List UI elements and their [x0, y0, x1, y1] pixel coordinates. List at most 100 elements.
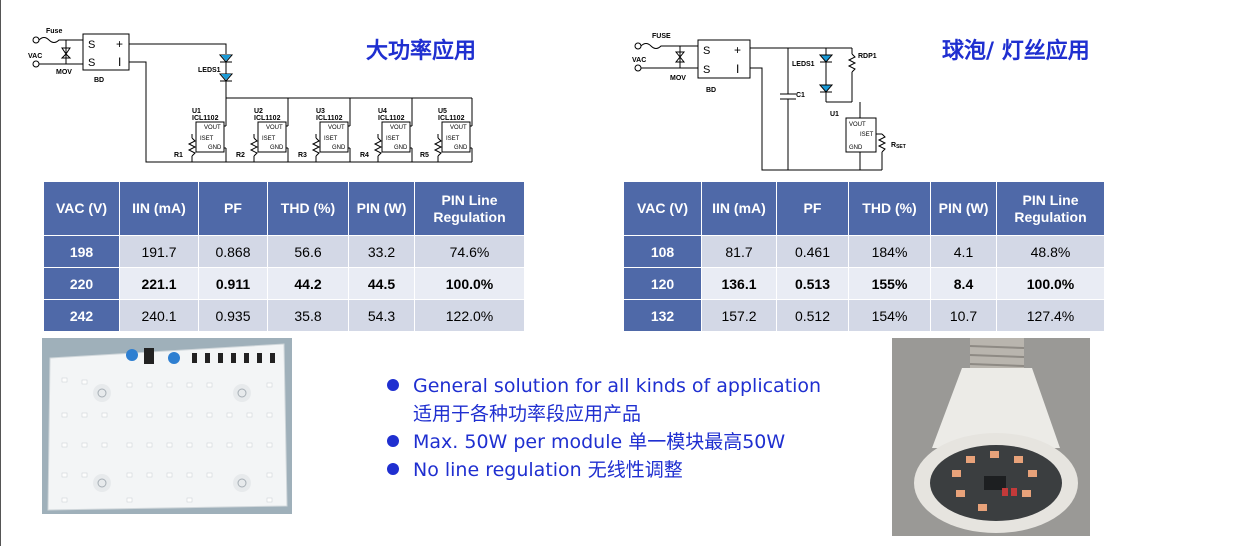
svg-text:GND: GND [394, 145, 408, 151]
table-cell: 44.5 [348, 267, 415, 300]
svg-text:VOUT: VOUT [204, 125, 221, 131]
unit-ic-label: ICL1102 [316, 115, 343, 122]
ic-unit: U1 ICL1102 R1 VOUT ISET GND [174, 98, 227, 162]
list-item: General solution for all kinds of applic… [385, 372, 855, 428]
list-item: Max. 50W per module 单一模块最高50W [385, 428, 855, 456]
table-cell: 240.1 [119, 299, 199, 332]
svg-text:GND: GND [332, 145, 346, 151]
c1-label: C1 [796, 92, 805, 99]
slide-left-border [0, 0, 1, 546]
table-cell: 154% [848, 299, 931, 332]
leds-label: LEDS1 [792, 61, 815, 68]
right-title: 球泡/ 灯丝应用 [942, 39, 1090, 64]
bd-label: BD [94, 77, 104, 84]
table-row: 220 221.1 0.911 44.2 44.5 100.0% [43, 267, 525, 300]
col-header: THD (%) [848, 181, 931, 236]
table-cell: 10.7 [930, 299, 997, 332]
fuse-label: FUSE [652, 33, 671, 40]
col-header: PF [198, 181, 268, 236]
svg-text:S: S [703, 45, 710, 57]
rdp-label: RDP1 [858, 53, 877, 60]
table-cell: 157.2 [701, 299, 777, 332]
bullet-icon [387, 435, 399, 447]
unit-ic-label: ICL1102 [378, 115, 405, 122]
table-row: 132 157.2 0.512 154% 10.7 127.4% [623, 299, 1105, 332]
ic-unit: U3 ICL1102 R3 VOUT ISET GND [298, 98, 351, 162]
table-cell: 4.1 [930, 235, 997, 268]
table-cell: 132 [623, 299, 702, 332]
svg-text:GND: GND [454, 145, 468, 151]
led-bulb-photo [892, 338, 1090, 536]
ic-unit: U2 ICL1102 R2 VOUT ISET GND [236, 98, 289, 162]
table-cell: 74.6% [414, 235, 525, 268]
unit-r-label: R1 [174, 152, 183, 159]
table-cell: 35.8 [267, 299, 349, 332]
table-cell: 8.4 [930, 267, 997, 300]
table-cell: 220 [43, 267, 120, 300]
col-header: THD (%) [267, 181, 349, 236]
table-cell: 48.8% [996, 235, 1105, 268]
table-cell: 0.868 [198, 235, 268, 268]
table-cell: 81.7 [701, 235, 777, 268]
svg-text:ISET: ISET [324, 136, 338, 142]
col-header: VAC (V) [43, 181, 120, 236]
table-cell: 184% [848, 235, 931, 268]
table-cell: 0.461 [776, 235, 849, 268]
table-cell: 155% [848, 267, 931, 300]
unit-ic-label: ICL1102 [254, 115, 281, 122]
col-header: IIN (mA) [701, 181, 777, 236]
svg-text:ISET: ISET [386, 136, 400, 142]
unit-r-label: R2 [236, 152, 245, 159]
table-cell: 44.2 [267, 267, 349, 300]
svg-text:+: + [116, 37, 123, 51]
unit-u-label: U4 [378, 108, 387, 115]
svg-text:VOUT: VOUT [849, 122, 866, 128]
table-header-row: VAC (V) IIN (mA) PF THD (%) PIN (W) PIN … [43, 181, 525, 236]
svg-text:I: I [118, 55, 121, 69]
col-header: PIN Line Regulation [414, 181, 525, 236]
table-cell: 108 [623, 235, 702, 268]
table-cell: 0.512 [776, 299, 849, 332]
col-header: VAC (V) [623, 181, 702, 236]
svg-text:ISET: ISET [446, 136, 460, 142]
unit-r-label: R3 [298, 152, 307, 159]
unit-u-label: U3 [316, 108, 325, 115]
table-cell: 120 [623, 267, 702, 300]
vac-label: VAC [632, 57, 646, 64]
table-row: 198 191.7 0.868 56.6 33.2 74.6% [43, 235, 525, 268]
col-header: PIN Line Regulation [996, 181, 1105, 236]
col-header: PIN (W) [930, 181, 997, 236]
table-cell: 0.911 [198, 267, 268, 300]
svg-text:VOUT: VOUT [328, 125, 345, 131]
table-cell: 56.6 [267, 235, 349, 268]
svg-text:S: S [88, 57, 95, 69]
svg-text:GND: GND [270, 145, 284, 151]
table-cell: 136.1 [701, 267, 777, 300]
svg-text:ISET: ISET [860, 132, 874, 138]
unit-u-label: U2 [254, 108, 263, 115]
svg-text:S: S [703, 64, 710, 76]
feature-bullet-list: General solution for all kinds of applic… [385, 372, 855, 484]
table-row: 242 240.1 0.935 35.8 54.3 122.0% [43, 299, 525, 332]
col-header: IIN (mA) [119, 181, 199, 236]
u1-label: U1 [830, 111, 839, 118]
vac-label: VAC [28, 53, 42, 60]
fuse-label: Fuse [46, 28, 62, 35]
svg-text:VOUT: VOUT [450, 125, 467, 131]
table-cell: 127.4% [996, 299, 1105, 332]
table-cell: 221.1 [119, 267, 199, 300]
left-spec-table: VAC (V) IIN (mA) PF THD (%) PIN (W) PIN … [43, 181, 525, 332]
table-cell: 0.513 [776, 267, 849, 300]
unit-r-label: R4 [360, 152, 369, 159]
svg-text:GND: GND [849, 145, 863, 151]
svg-text:ISET: ISET [200, 136, 214, 142]
bullet-icon [387, 379, 399, 391]
table-cell: 122.0% [414, 299, 525, 332]
right-spec-table: VAC (V) IIN (mA) PF THD (%) PIN (W) PIN … [623, 181, 1105, 332]
left-title: 大功率应用 [366, 39, 477, 64]
rset-label: RSET [891, 142, 906, 150]
col-header: PIN (W) [348, 181, 415, 236]
led-board-photo [42, 338, 292, 514]
svg-text:S: S [88, 39, 95, 51]
mov-label: MOV [56, 69, 72, 76]
